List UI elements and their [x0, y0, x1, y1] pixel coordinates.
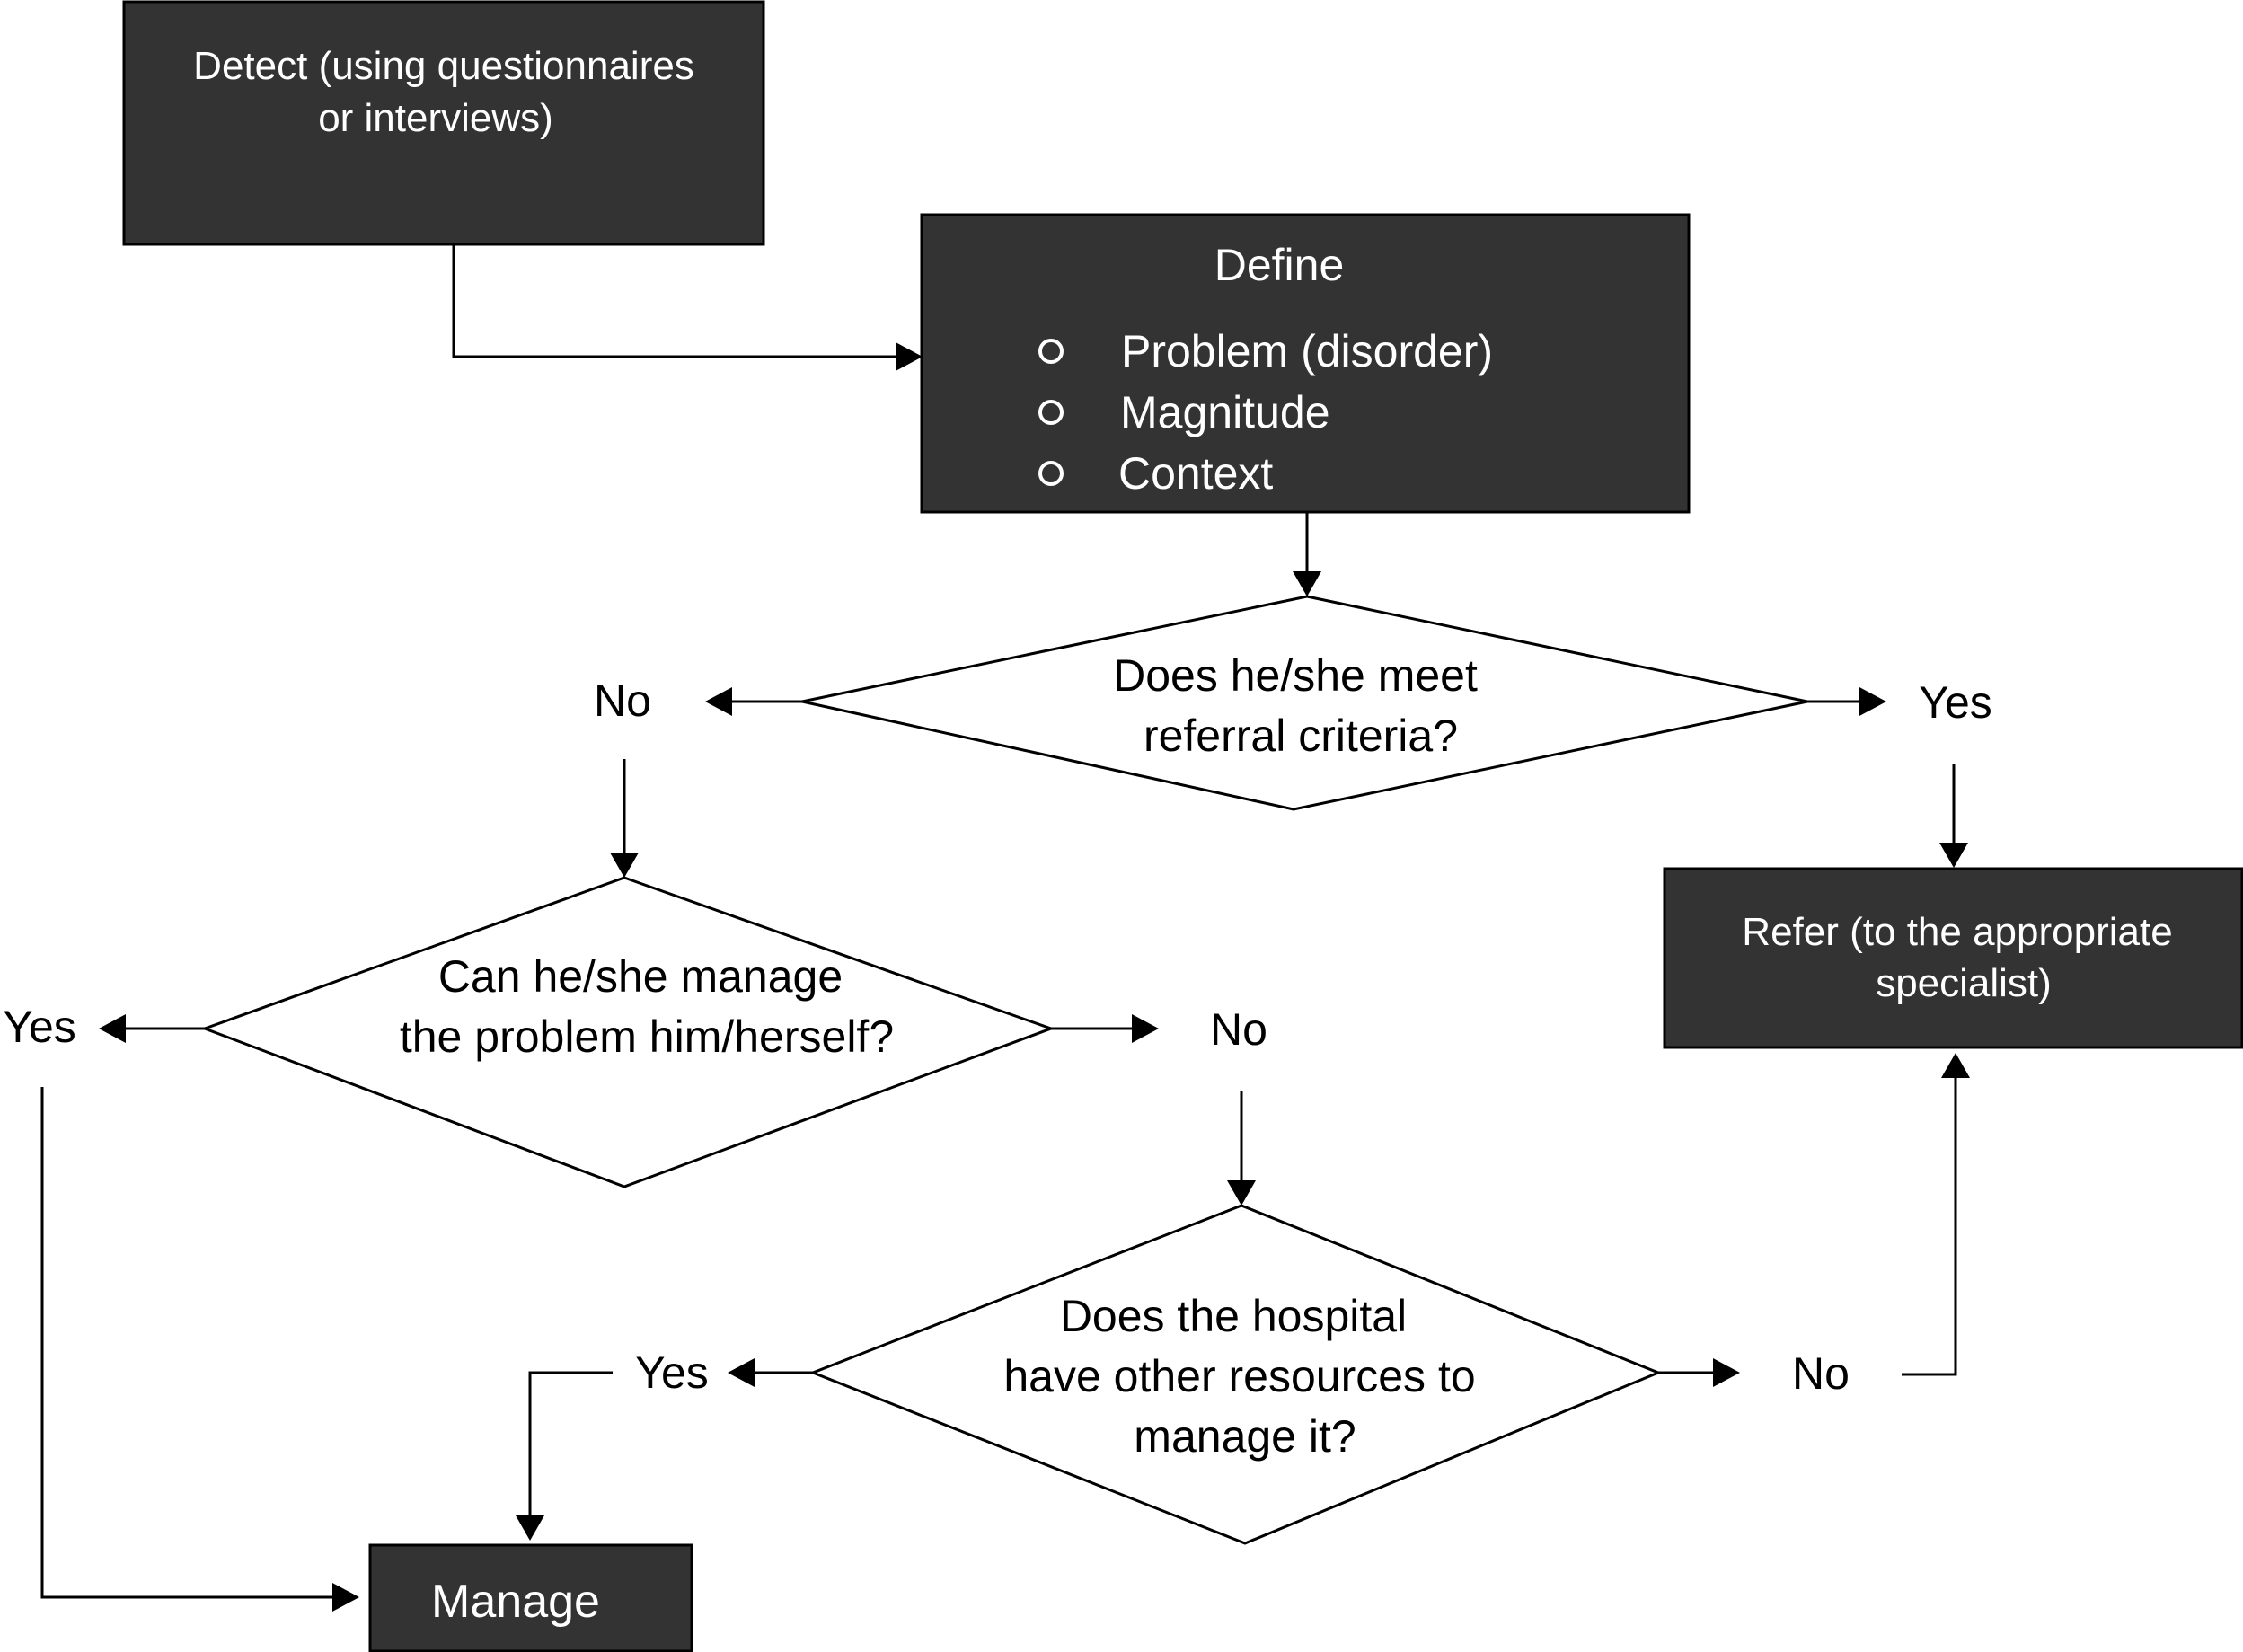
- referral-decision: Does he/she meet referral criteria?: [801, 595, 1808, 811]
- define-item-magnitude: Magnitude: [1120, 387, 1330, 437]
- connector-detect-define: [452, 244, 898, 358]
- hospital-no-label: No: [1792, 1348, 1850, 1399]
- hospital-question-line-1: Does the hospital: [1060, 1291, 1407, 1341]
- detect-box: Detect (using questionnaires or intervie…: [122, 0, 765, 246]
- arrowhead-hospital-no: [1713, 1358, 1740, 1387]
- define-title: Define: [1214, 240, 1345, 290]
- hospital-question-line-2: have other resources to: [1003, 1351, 1475, 1401]
- arrowhead-hospital-yes: [728, 1358, 755, 1387]
- manage-box: Manage: [368, 1543, 693, 1652]
- hospital-question-line-3: manage it?: [1134, 1411, 1356, 1462]
- refer-box: Refer (to the appropriate specialist): [1663, 867, 2243, 1049]
- bullet-icon: [1038, 339, 1064, 364]
- self-manage-decision: Can he/she manage the problem him/hersel…: [200, 876, 1055, 1188]
- arrowhead-selfmanage: [610, 853, 639, 878]
- arrowhead-selfmanage-yes: [99, 1014, 126, 1043]
- arrowhead-refer-up: [1941, 1053, 1970, 1078]
- self-manage-question-line-2: the problem him/herself?: [400, 1012, 894, 1062]
- referral-question-line-1: Does he/she meet: [1113, 650, 1478, 701]
- self-manage-no-label: No: [1210, 1004, 1267, 1055]
- arrowhead-manage-left: [332, 1583, 359, 1612]
- arrowhead-hospital: [1227, 1180, 1256, 1206]
- hospital-yes-label: Yes: [635, 1347, 709, 1398]
- bullet-icon: [1038, 461, 1064, 486]
- arrowhead-referral: [1293, 571, 1321, 596]
- hospital-decision: Does the hospital have other resources t…: [808, 1204, 1662, 1545]
- self-manage-yes-label: Yes: [3, 1002, 76, 1052]
- referral-no-label: No: [594, 676, 651, 726]
- referral-question-line-2: referral criteria?: [1144, 711, 1458, 761]
- define-item-problem: Problem (disorder): [1121, 326, 1493, 376]
- detect-line-2: or interviews): [318, 96, 553, 140]
- define-box: Define Problem (disorder) Magnitude Cont…: [920, 213, 1691, 514]
- connector-hospital-yes-manage: [528, 1371, 613, 1518]
- manage-label: Manage: [431, 1576, 600, 1628]
- refer-line-2: specialist): [1876, 961, 2052, 1005]
- arrowhead-define: [896, 342, 923, 371]
- define-item-context: Context: [1118, 448, 1273, 499]
- arrowhead-referral-yes: [1859, 687, 1886, 716]
- arrowhead-refer: [1939, 843, 1968, 868]
- detect-line-1: Detect (using questionnaires: [193, 44, 694, 88]
- arrowhead-referral-no: [705, 687, 732, 716]
- self-manage-question-line-1: Can he/she manage: [438, 951, 843, 1002]
- connector-yes-manage-left: [40, 1087, 337, 1599]
- bullet-icon: [1038, 400, 1064, 425]
- arrowhead-manage: [516, 1515, 544, 1541]
- referral-yes-label: Yes: [1919, 677, 1992, 728]
- arrowhead-selfmanage-no: [1132, 1014, 1159, 1043]
- connector-no-refer: [1902, 1074, 1957, 1376]
- refer-line-1: Refer (to the appropriate: [1742, 910, 2172, 954]
